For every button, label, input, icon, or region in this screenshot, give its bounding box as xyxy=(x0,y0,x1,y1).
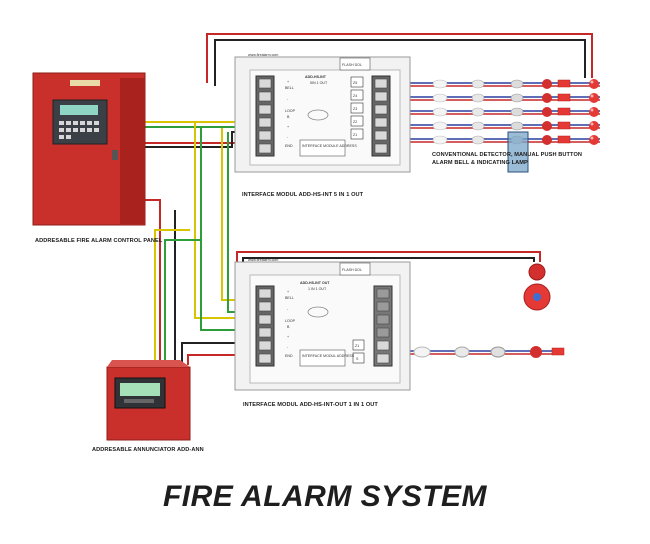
wire-red-top xyxy=(206,33,593,83)
module-bottom-sub: 1 IN 1 OUT xyxy=(308,287,327,291)
svg-text:+: + xyxy=(287,335,289,339)
module-bottom-label: INTERFACE MODUL ADD-HS-INT-OUT 1 IN 1 OU… xyxy=(243,402,378,408)
svg-text:-: - xyxy=(287,307,289,311)
module-top-model: ADD-HS-INT xyxy=(305,75,327,79)
alarm-bell-column xyxy=(542,79,552,145)
wire-black-top xyxy=(214,39,586,86)
panel-keypad xyxy=(59,121,99,139)
svg-text:B: B xyxy=(287,325,290,329)
control-panel-label: ADDRESABLE FIRE ALARM CONTROL PANEL xyxy=(35,238,163,244)
svg-text:END: END xyxy=(285,354,293,358)
field-devices-bottom xyxy=(413,263,565,358)
fire-alarm-control-panel xyxy=(32,72,146,226)
terminal-block-right-top xyxy=(371,75,391,157)
interface-module-top: www.firealarm.com FLASH DOL ADD-HS-INT 5… xyxy=(234,53,411,173)
module-top-label: INTERFACE MODUL ADD-HS-INT 5 IN 1 OUT xyxy=(242,192,364,198)
svg-text:www.firealarm.com: www.firealarm.com xyxy=(248,53,278,57)
svg-text:Z1: Z1 xyxy=(353,133,357,137)
module-bottom-model: ADD-HS-INT OUT xyxy=(300,281,330,285)
svg-text:Z1: Z1 xyxy=(355,344,359,348)
devices-label-line1: CONVENTIONAL DETECTOR, MANUAL PUSH BUTTO… xyxy=(432,152,583,158)
svg-text:www.firealarm.com: www.firealarm.com xyxy=(248,258,278,262)
terminal-block-left-bottom xyxy=(255,285,275,367)
devices-label-line2: ALARM BELL & INDICATING LAMP xyxy=(432,160,528,166)
indicating-lamp-column xyxy=(589,79,599,145)
wire-green-4 xyxy=(164,239,200,362)
svg-text:-: - xyxy=(287,345,289,349)
module-top-zone-labels: Z5 Z4 Z3 Z2 Z1 xyxy=(353,81,357,137)
detector-column-1 xyxy=(432,79,448,145)
svg-text:Z3: Z3 xyxy=(353,107,357,111)
field-devices-top xyxy=(432,79,599,173)
svg-text:BELL: BELL xyxy=(285,296,294,300)
svg-text:LOOP: LOOP xyxy=(285,319,296,323)
terminal-block-right-bottom xyxy=(373,285,393,367)
wire-black-4 xyxy=(181,342,258,365)
annunciator-label: ADDRESABLE ANNUNCIATOR ADD-ANN xyxy=(92,447,204,453)
module-bottom-header: FLASH DOL xyxy=(342,268,362,272)
svg-text:BELL: BELL xyxy=(285,86,294,90)
page-title: FIRE ALARM SYSTEM xyxy=(162,480,488,513)
svg-text:B: B xyxy=(287,115,290,119)
svg-text:-: - xyxy=(287,135,289,139)
module-top-sub: 5IN 1 OUT xyxy=(310,81,328,85)
module-bottom-left-labels: + BELL - LOOP B + - END xyxy=(285,290,296,358)
module-bottom-zone-labels: Z1 S xyxy=(355,344,359,361)
highlight-box xyxy=(507,131,529,173)
svg-text:+: + xyxy=(287,80,289,84)
panel-lcd-screen xyxy=(60,105,98,115)
module-top-header: FLASH DOL xyxy=(342,63,362,67)
svg-text:+: + xyxy=(287,290,289,294)
wire-yellow-4 xyxy=(154,229,190,360)
svg-text:LOOP: LOOP xyxy=(285,109,296,113)
wire-red-3 xyxy=(145,199,161,360)
annunciator-panel xyxy=(106,360,191,441)
detector-column-2 xyxy=(471,79,485,145)
module-top-left-labels: + BELL - LOOP B + - END xyxy=(285,80,296,148)
svg-text:Z2: Z2 xyxy=(353,120,357,124)
svg-text:S: S xyxy=(356,357,359,361)
svg-text:+: + xyxy=(287,125,289,129)
terminal-block-left-top xyxy=(255,75,275,157)
svg-text:Z5: Z5 xyxy=(353,81,357,85)
push-button-column xyxy=(557,79,571,144)
annunciator-lcd xyxy=(120,383,160,396)
svg-text:Z4: Z4 xyxy=(353,94,357,98)
module-top-inner: INTERFACE MODULE ADDRESS xyxy=(302,144,357,148)
svg-text:END: END xyxy=(285,144,293,148)
interface-module-bottom: www.firealarm.com FLASH DOL ADD-HS-INT O… xyxy=(234,258,411,391)
svg-text:-: - xyxy=(287,97,289,101)
alarm-bell-bottom xyxy=(528,263,546,281)
module-bottom-inner: INTERFACE MODUL ADDRESS xyxy=(302,354,355,358)
panel-lock xyxy=(112,150,118,160)
panel-nameplate xyxy=(70,80,100,86)
